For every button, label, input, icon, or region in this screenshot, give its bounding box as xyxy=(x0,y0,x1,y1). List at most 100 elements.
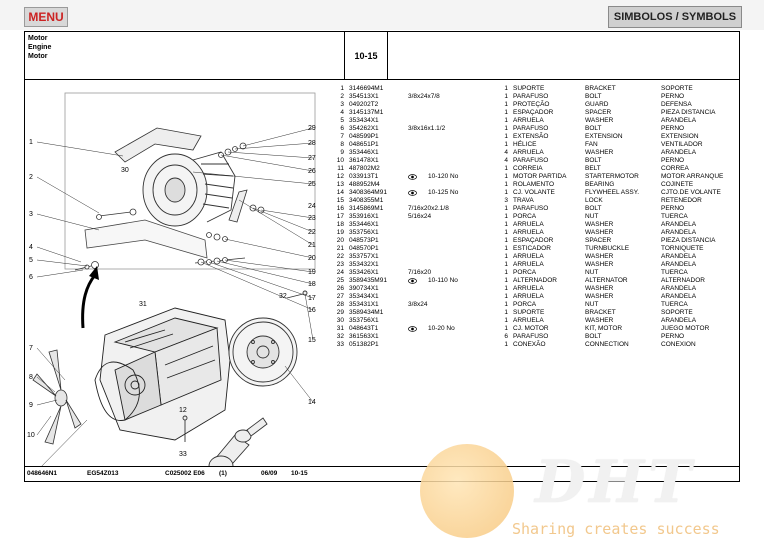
eye-icon[interactable] xyxy=(408,190,417,196)
callout-7[interactable]: 7 xyxy=(29,345,33,352)
part-desc-pt: ARRUELA xyxy=(513,253,544,260)
callout-27[interactable]: 27 xyxy=(308,155,316,162)
part-desc-es: PIEZA DISTANCIA xyxy=(661,109,716,116)
part-ref: 29 xyxy=(336,309,344,316)
callout-24[interactable]: 24 xyxy=(308,203,316,210)
callout-17[interactable]: 17 xyxy=(308,295,316,302)
part-qty: 1 xyxy=(504,341,508,348)
callout-6[interactable]: 6 xyxy=(29,274,33,281)
part-spec: 3/8x24x7/8 xyxy=(408,93,440,100)
part-qty: 1 xyxy=(504,125,508,132)
part-desc-es: PERNO xyxy=(661,333,685,340)
part-desc-es: ARANDELA xyxy=(661,285,697,292)
part-ref: 11 xyxy=(337,165,344,172)
part-ref: 18 xyxy=(336,221,344,228)
part-number: 033913T1 xyxy=(349,173,379,180)
footer-date: 06/09 xyxy=(261,470,278,477)
callout-8[interactable]: 8 xyxy=(29,374,33,381)
part-desc-pt: SUPORTE xyxy=(513,309,545,316)
part-desc-en: ALTERNATOR xyxy=(585,277,628,284)
callout-15[interactable]: 15 xyxy=(308,337,316,344)
bracket-drawing xyxy=(114,127,202,163)
part-desc-pt: PARAFUSO xyxy=(513,157,549,164)
symbols-button[interactable]: SIMBOLOS / SYMBOLS xyxy=(608,6,742,28)
callout-22[interactable]: 22 xyxy=(308,229,316,236)
callout-23[interactable]: 23 xyxy=(308,215,316,222)
part-desc-es: DEFENSA xyxy=(661,101,692,108)
callout-4[interactable]: 4 xyxy=(29,244,33,251)
callout-1[interactable]: 1 xyxy=(29,139,33,146)
callout-9[interactable]: 9 xyxy=(29,402,33,409)
callout-2[interactable]: 2 xyxy=(29,174,33,181)
callout-30[interactable]: 30 xyxy=(121,167,129,174)
eye-icon[interactable] xyxy=(408,174,417,180)
part-ref: 21 xyxy=(336,245,344,252)
subgroup-link[interactable]: 10-125 No xyxy=(428,189,459,196)
eye-icon[interactable] xyxy=(408,326,417,332)
subgroup-link[interactable]: 10-20 No xyxy=(428,325,455,332)
part-qty: 1 xyxy=(504,213,508,220)
callout-14[interactable]: 14 xyxy=(308,399,316,406)
part-desc-es: PERNO xyxy=(661,157,685,164)
callout-20[interactable]: 20 xyxy=(308,255,316,262)
callout-18[interactable]: 18 xyxy=(308,281,316,288)
callout-10[interactable]: 10 xyxy=(27,432,35,439)
eye-icon[interactable] xyxy=(408,278,417,284)
engine-exploded-diagram[interactable]: 1 2 3 4 5 6 7 8 9 10 11 12 13 14 15 16 1… xyxy=(25,80,326,466)
callout-3[interactable]: 3 xyxy=(29,211,33,218)
callout-32[interactable]: 32 xyxy=(279,293,287,300)
alternator-drawing xyxy=(142,151,236,227)
callout-5[interactable]: 5 xyxy=(29,257,33,264)
menu-button[interactable]: MENU xyxy=(24,7,68,27)
callout-28[interactable]: 28 xyxy=(308,140,316,147)
part-ref: 28 xyxy=(336,301,344,308)
callout-19[interactable]: 19 xyxy=(308,269,316,276)
part-desc-en: WASHER xyxy=(585,149,614,156)
callout-26[interactable]: 26 xyxy=(308,168,316,175)
callout-12[interactable]: 12 xyxy=(179,407,187,414)
part-number: 488952M4 xyxy=(349,181,380,188)
part-desc-pt: EXTENSÃO xyxy=(513,133,549,140)
callout-21[interactable]: 21 xyxy=(308,242,316,249)
callout-29[interactable]: 29 xyxy=(308,125,316,132)
callout-25[interactable]: 25 xyxy=(308,181,316,188)
callout-31[interactable]: 31 xyxy=(139,301,147,308)
subgroup-link[interactable]: 10-110 No xyxy=(428,277,458,284)
callout-33[interactable]: 33 xyxy=(179,451,187,458)
subgroup-link[interactable]: 10-120 No xyxy=(428,173,459,180)
callout-16[interactable]: 16 xyxy=(308,307,316,314)
